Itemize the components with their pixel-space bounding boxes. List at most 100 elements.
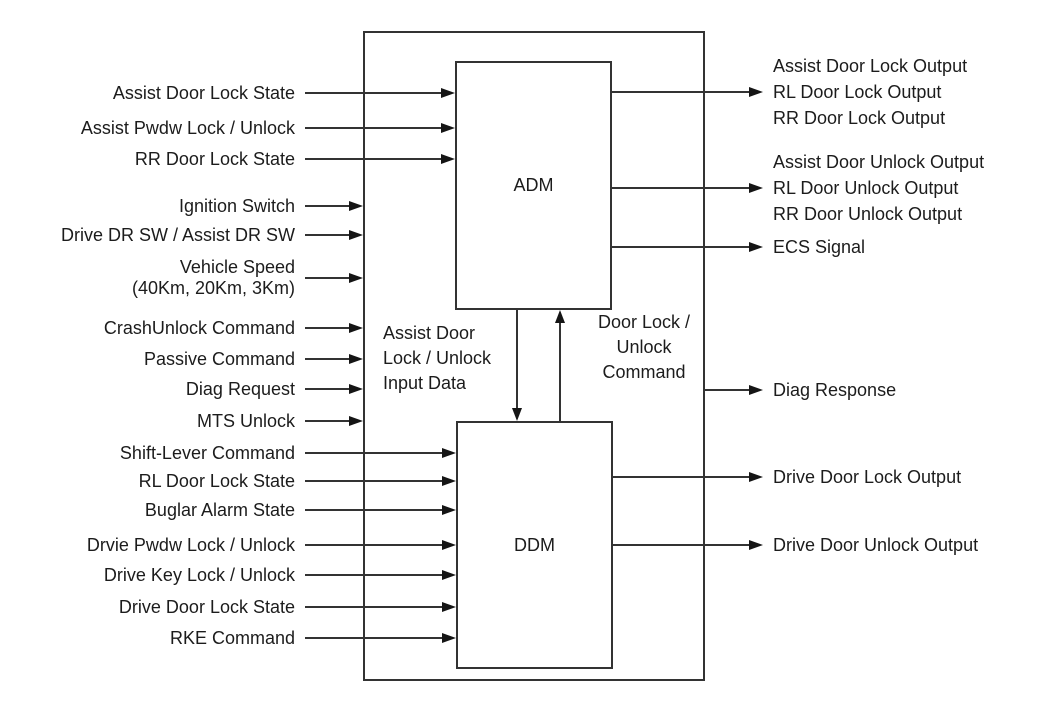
input-signal-label-line: (40Km, 20Km, 3Km) xyxy=(131,278,295,298)
arrowhead-right-icon xyxy=(349,384,363,394)
arrowhead-up-icon xyxy=(555,310,565,323)
output-arrow-line xyxy=(705,389,749,391)
input-signal-label: Passive Command xyxy=(144,349,295,370)
adm-module-box: ADM xyxy=(455,61,612,310)
input-signal-label: RR Door Lock State xyxy=(135,149,295,170)
input-signal-label: Diag Request xyxy=(186,379,295,400)
output-signal-label-line: ECS Signal xyxy=(773,237,866,257)
output-arrow-line xyxy=(613,544,749,546)
arrowhead-right-icon xyxy=(349,416,363,426)
arrowhead-right-icon xyxy=(749,540,763,550)
arrowhead-down-icon xyxy=(512,408,522,421)
arrowhead-right-icon xyxy=(442,633,456,643)
output-signal-label-line: Drive Door Lock Output xyxy=(773,467,962,487)
input-signal-label-line: Assist Pwdw Lock / Unlock xyxy=(80,117,295,138)
input-arrow-line xyxy=(305,205,349,207)
arrowhead-right-icon xyxy=(442,602,456,612)
arrowhead-right-icon xyxy=(442,505,456,515)
input-signal-label-line: CrashUnlock Command xyxy=(103,317,295,338)
output-signal-label-line: Assist Door Unlock Output xyxy=(773,152,985,172)
output-arrow-line xyxy=(612,91,749,93)
internal-flow-label-line: Lock / Unlock xyxy=(383,347,492,368)
arrowhead-right-icon xyxy=(442,448,456,458)
input-signal-label: Vehicle Speed(40Km, 20Km, 3Km) xyxy=(132,257,295,299)
input-signal-label-line: MTS Unlock xyxy=(196,410,295,431)
output-signal-label: ECS Signal xyxy=(773,234,865,260)
input-signal-label-line: Ignition Switch xyxy=(178,195,295,216)
input-arrow-line xyxy=(305,544,442,546)
input-signal-label: Drive Door Lock State xyxy=(119,597,295,618)
input-arrow-line xyxy=(305,234,349,236)
input-arrow-line xyxy=(305,574,442,576)
input-signal-label: Ignition Switch xyxy=(179,196,295,217)
input-signal-label-line: Buglar Alarm State xyxy=(144,499,295,520)
input-arrow-line xyxy=(305,358,349,360)
output-signal-label-line: RL Door Lock Output xyxy=(773,82,942,102)
arrowhead-right-icon xyxy=(749,385,763,395)
input-signal-label: Assist Pwdw Lock / Unlock xyxy=(81,118,295,139)
input-signal-label: CrashUnlock Command xyxy=(104,318,295,339)
arrowhead-right-icon xyxy=(349,273,363,283)
input-signal-label: Shift-Lever Command xyxy=(120,443,295,464)
input-arrow-line xyxy=(305,277,349,279)
output-signal-label-line: RL Door Unlock Output xyxy=(773,178,959,198)
input-arrow-line xyxy=(305,158,441,160)
input-arrow-line xyxy=(305,420,349,422)
arrowhead-right-icon xyxy=(749,183,763,193)
arrowhead-right-icon xyxy=(749,472,763,482)
ddm-label: DDM xyxy=(514,534,555,555)
output-signal-label: Diag Response xyxy=(773,377,896,403)
output-signal-label: Assist Door Unlock Output RL Door Unlock … xyxy=(773,149,984,227)
input-signal-label-line: Drive Door Lock State xyxy=(118,596,295,617)
arrowhead-right-icon xyxy=(441,154,455,164)
input-signal-label-line: Diag Request xyxy=(185,378,295,399)
input-signal-label: Drvie Pwdw Lock / Unlock xyxy=(87,535,295,556)
input-signal-label: Buglar Alarm State xyxy=(145,500,295,521)
input-signal-label-line: Passive Command xyxy=(143,348,295,369)
arrowhead-right-icon xyxy=(349,201,363,211)
arrowhead-right-icon xyxy=(441,123,455,133)
input-arrow-line xyxy=(305,480,442,482)
ddm-module-box: DDM xyxy=(456,421,613,669)
output-signal-label: Drive Door Unlock Output xyxy=(773,532,978,558)
input-arrow-line xyxy=(305,452,442,454)
internal-flow-label-line: Command xyxy=(602,361,686,382)
arrowhead-right-icon xyxy=(749,87,763,97)
arrowhead-right-icon xyxy=(349,323,363,333)
input-signal-label-line: Shift-Lever Command xyxy=(119,442,295,463)
internal-flow-label-line: Unlock xyxy=(616,336,672,357)
output-signal-label-line: RR Door Lock Output xyxy=(773,108,946,128)
input-signal-label: Assist Door Lock State xyxy=(113,83,295,104)
internal-flow-label-line: Assist Door xyxy=(383,322,476,343)
output-arrow-line xyxy=(613,476,749,478)
input-signal-label-line: Drive DR SW / Assist DR SW xyxy=(60,224,295,245)
input-arrow-line xyxy=(305,509,442,511)
output-signal-label-line: Diag Response xyxy=(773,380,897,400)
input-signal-label-line: Drvie Pwdw Lock / Unlock xyxy=(86,534,295,555)
adm-label: ADM xyxy=(513,175,554,195)
arrowhead-right-icon xyxy=(442,540,456,550)
input-arrow-line xyxy=(305,127,441,129)
output-signal-label-line: RR Door Unlock Output xyxy=(773,204,963,224)
input-arrow-line xyxy=(305,327,349,329)
input-signal-label-line: RL Door Lock State xyxy=(138,470,295,491)
input-signal-label-line: Vehicle Speed xyxy=(179,257,295,277)
arrowhead-right-icon xyxy=(749,242,763,252)
internal-flow-label-line: Door Lock / xyxy=(597,311,691,332)
arrowhead-right-icon xyxy=(442,570,456,580)
input-signal-label: RKE Command xyxy=(170,628,295,649)
output-arrow-line xyxy=(612,246,749,248)
input-signal-label-line: Drive Key Lock / Unlock xyxy=(103,564,295,585)
input-signal-label: RL Door Lock State xyxy=(139,471,295,492)
internal-flow-line-up xyxy=(559,323,561,421)
input-arrow-line xyxy=(305,388,349,390)
input-arrow-line xyxy=(305,637,442,639)
arrowhead-right-icon xyxy=(349,230,363,240)
input-signal-label: MTS Unlock xyxy=(197,411,295,432)
output-signal-label-line: Drive Door Unlock Output xyxy=(773,535,979,555)
arrowhead-right-icon xyxy=(349,354,363,364)
